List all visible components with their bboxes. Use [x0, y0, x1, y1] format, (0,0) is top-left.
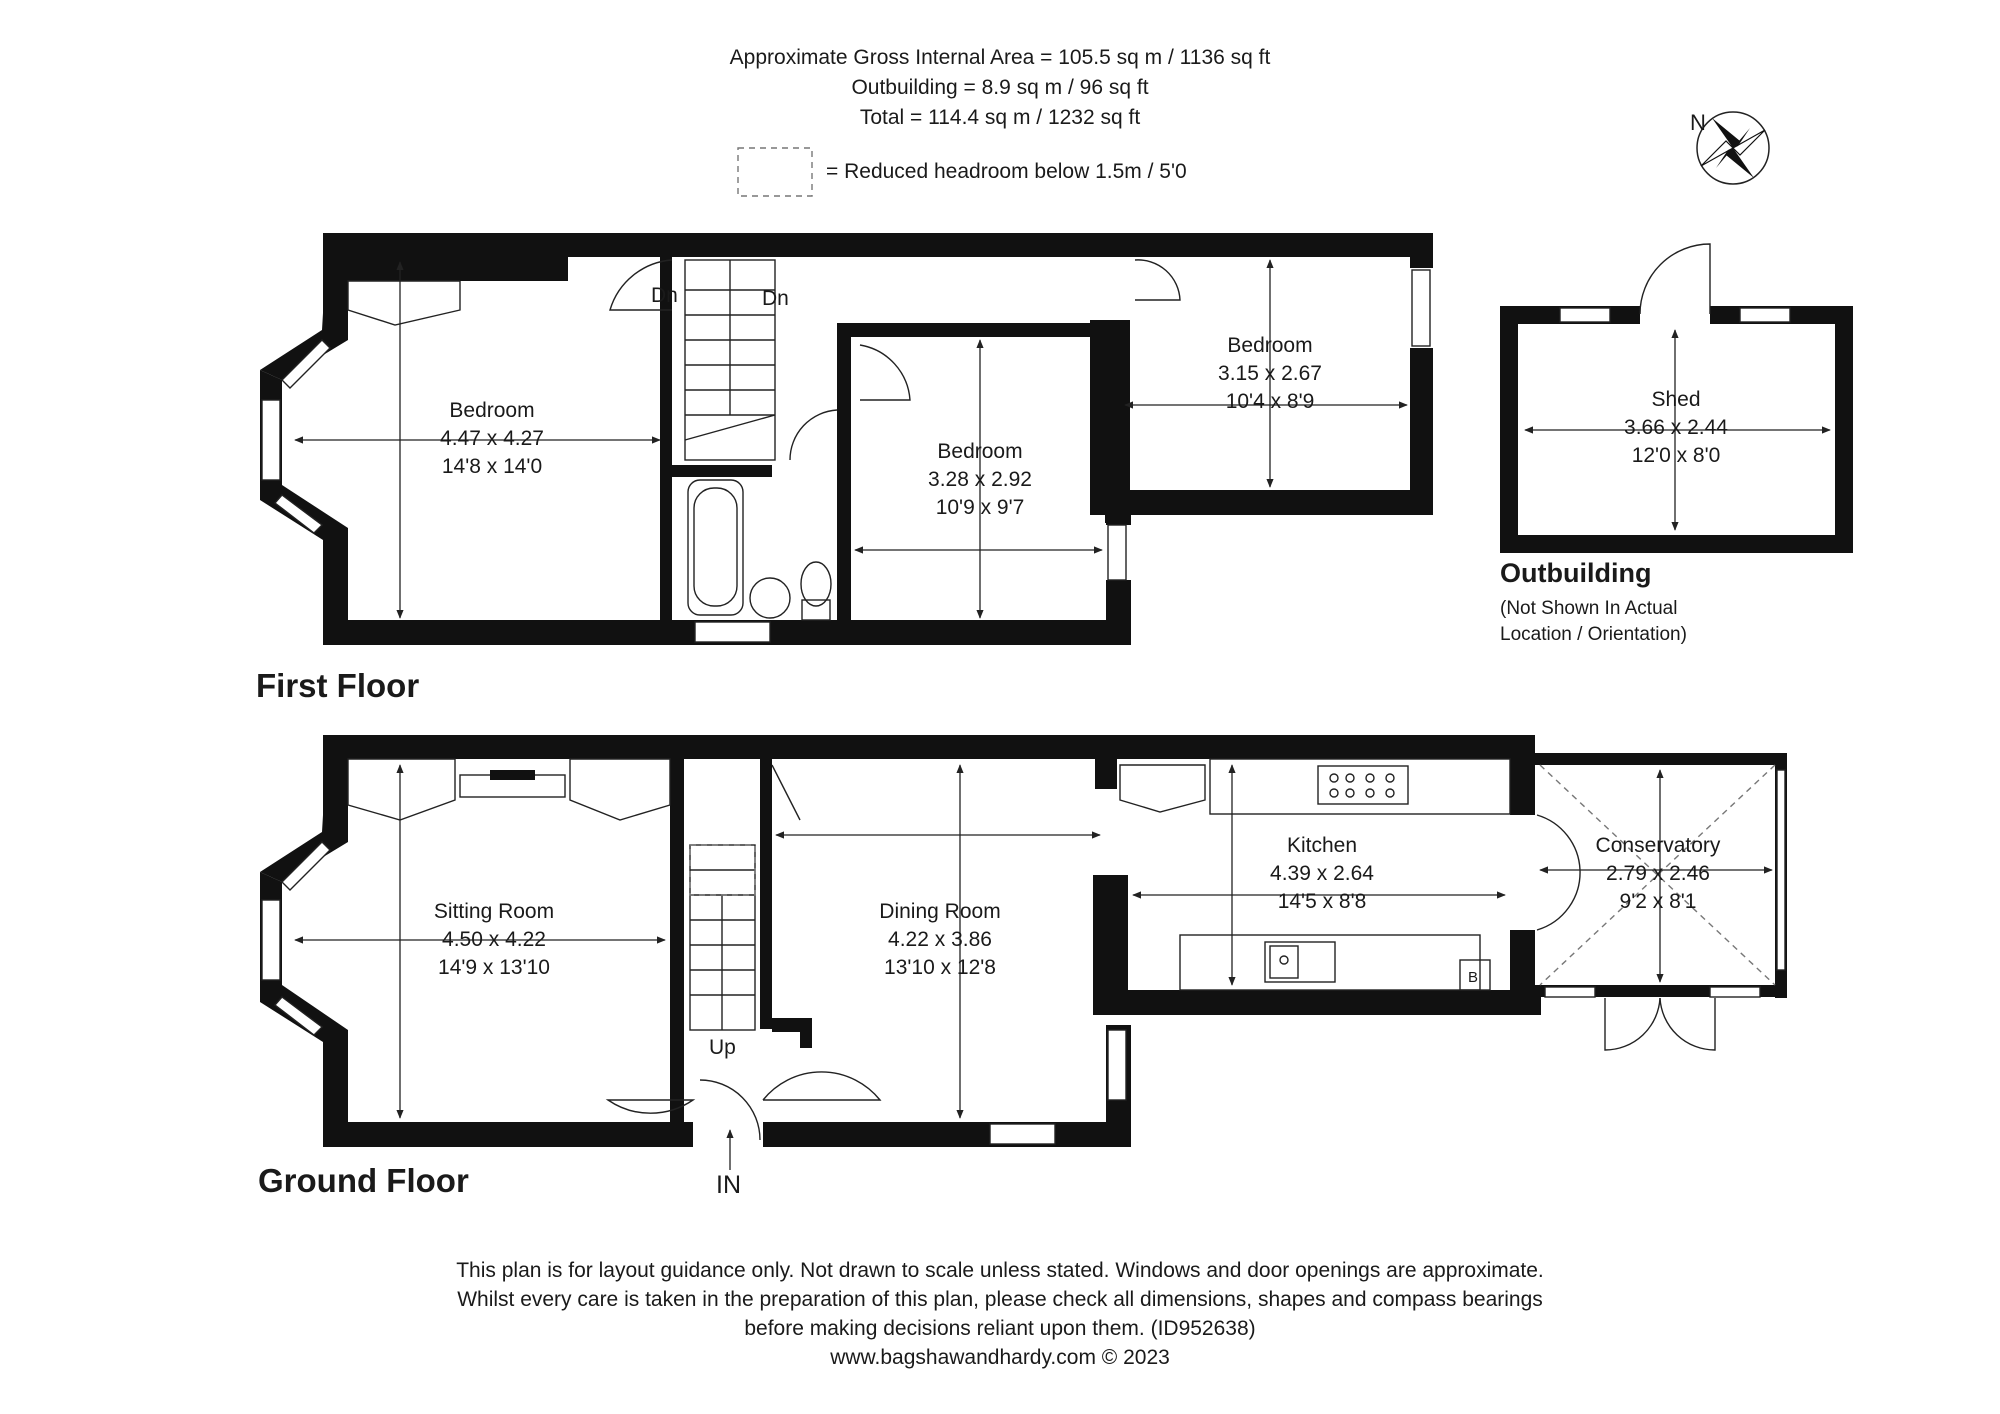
- entrance-label: IN: [716, 1171, 741, 1199]
- compass-north-label: N: [1690, 110, 1706, 135]
- hob-icon: [1317, 765, 1409, 805]
- outbuilding-area-text: Outbuilding = 8.9 sq m / 96 sq ft: [851, 76, 1148, 99]
- disclaimer-line-1: This plan is for layout guidance only. N…: [456, 1259, 1544, 1282]
- bedroom-rear-imperial: 10'4 x 8'9: [1226, 390, 1315, 413]
- sink-icon: [1264, 941, 1336, 983]
- conservatory-metric: 2.79 x 2.46: [1606, 862, 1710, 885]
- bedroom-rear-name: Bedroom: [1227, 334, 1312, 357]
- bedroom-front-metric: 4.47 x 4.27: [440, 427, 544, 450]
- ground-floor-plan: [260, 735, 1787, 1170]
- bedroom-middle-imperial: 10'9 x 9'7: [936, 496, 1025, 519]
- website-copyright: www.bagshawandhardy.com © 2023: [829, 1346, 1170, 1369]
- sitting-room-metric: 4.50 x 4.22: [442, 928, 546, 951]
- kitchen-metric: 4.39 x 2.64: [1270, 862, 1374, 885]
- dining-room-name: Dining Room: [879, 900, 1000, 923]
- first-floor-title: First Floor: [256, 667, 419, 704]
- first-floor-plan: [260, 233, 1433, 645]
- bedroom-front-name: Bedroom: [449, 399, 534, 422]
- stairs-down-label-2: Dn: [762, 287, 789, 310]
- sitting-room-imperial: 14'9 x 13'10: [438, 956, 550, 979]
- reduced-headroom-legend-swatch: [737, 147, 813, 197]
- stairs-up-label: Up: [709, 1036, 736, 1059]
- total-area-text: Total = 114.4 sq m / 1232 sq ft: [860, 106, 1141, 129]
- outbuilding-plan: [1500, 243, 1853, 553]
- outbuilding-note-2: Location / Orientation): [1500, 624, 1687, 645]
- stairs-down-label-1: Dn: [651, 284, 678, 307]
- boiler-label: B: [1468, 969, 1478, 986]
- bedroom-middle-metric: 3.28 x 2.92: [928, 468, 1032, 491]
- gross-area-text: Approximate Gross Internal Area = 105.5 …: [730, 46, 1271, 69]
- reduced-headroom-area: [689, 844, 756, 896]
- kitchen-imperial: 14'5 x 8'8: [1278, 890, 1367, 913]
- boiler-icon: [1459, 959, 1491, 991]
- dining-room-imperial: 13'10 x 12'8: [884, 956, 996, 979]
- compass-icon: [1696, 111, 1770, 185]
- conservatory-imperial: 9'2 x 8'1: [1620, 890, 1697, 913]
- disclaimer-line-3: before making decisions reliant upon the…: [744, 1317, 1255, 1340]
- shed-metric: 3.66 x 2.44: [1624, 416, 1728, 439]
- bedroom-rear-metric: 3.15 x 2.67: [1218, 362, 1322, 385]
- conservatory-name: Conservatory: [1596, 834, 1721, 857]
- disclaimer-line-2: Whilst every care is taken in the prepar…: [457, 1288, 1543, 1311]
- sitting-room-name: Sitting Room: [434, 900, 554, 923]
- ground-floor-title: Ground Floor: [258, 1162, 469, 1199]
- outbuilding-note-1: (Not Shown In Actual: [1500, 598, 1677, 619]
- shed-imperial: 12'0 x 8'0: [1632, 444, 1721, 467]
- kitchen-name: Kitchen: [1287, 834, 1357, 857]
- bedroom-middle-name: Bedroom: [937, 440, 1022, 463]
- bedroom-front-imperial: 14'8 x 14'0: [442, 455, 542, 478]
- outbuilding-title: Outbuilding: [1500, 558, 1651, 588]
- dining-room-metric: 4.22 x 3.86: [888, 928, 992, 951]
- shed-name: Shed: [1651, 388, 1700, 411]
- reduced-headroom-legend-text: = Reduced headroom below 1.5m / 5'0: [826, 160, 1187, 183]
